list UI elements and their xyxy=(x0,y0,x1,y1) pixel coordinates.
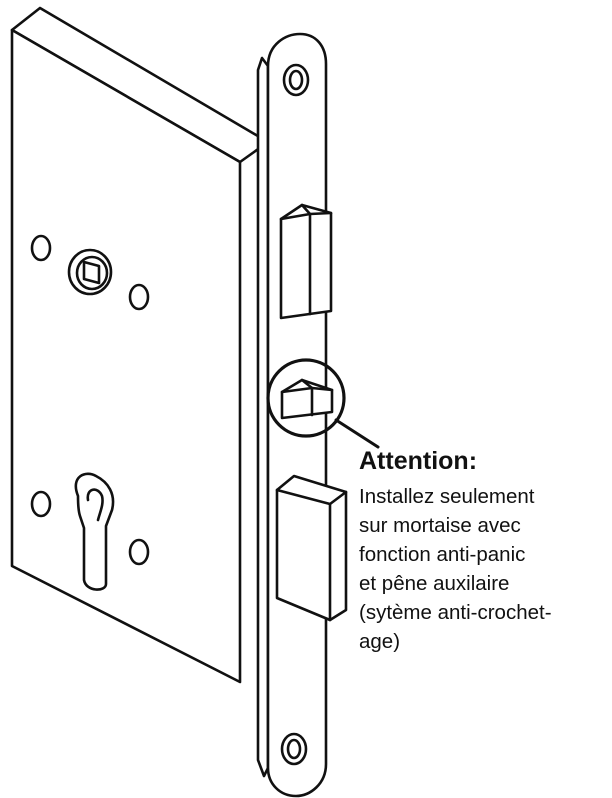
callout-line-2: sur mortaise avec xyxy=(359,514,521,537)
screw-hole-lower-right xyxy=(128,538,150,566)
follower-square-hole xyxy=(67,248,113,296)
lock-case xyxy=(10,6,270,684)
screw-hole-upper-right xyxy=(128,283,150,311)
attention-title: Attention: xyxy=(359,447,478,475)
lock-case-front xyxy=(10,28,242,684)
faceplate-screw-bottom xyxy=(280,732,308,766)
callout-line-5: (sytème anti-crochet- xyxy=(359,601,552,624)
cylinder-hole xyxy=(74,472,115,591)
callout-line-6: age) xyxy=(359,630,401,653)
callout-leader xyxy=(334,418,380,449)
dead-bolt xyxy=(275,474,348,622)
case-features xyxy=(30,234,150,591)
faceplate-side xyxy=(256,56,270,778)
latch-bolt xyxy=(279,203,333,320)
attention-callout: Attention: Installez seulement sur morta… xyxy=(359,446,609,656)
callout-line-4: et pêne auxilaire xyxy=(359,572,510,595)
cylinder-hole-inner xyxy=(86,488,104,522)
faceplate-screw-top xyxy=(282,63,310,97)
screw-hole-upper-left xyxy=(30,234,52,262)
highlight-circle xyxy=(266,358,346,438)
callout-line-1: Installez seulement xyxy=(359,485,535,508)
screw-hole-lower-left xyxy=(30,490,52,518)
callout-line-3: fonction anti-panic xyxy=(359,543,526,566)
auxiliary-latch xyxy=(266,358,346,438)
